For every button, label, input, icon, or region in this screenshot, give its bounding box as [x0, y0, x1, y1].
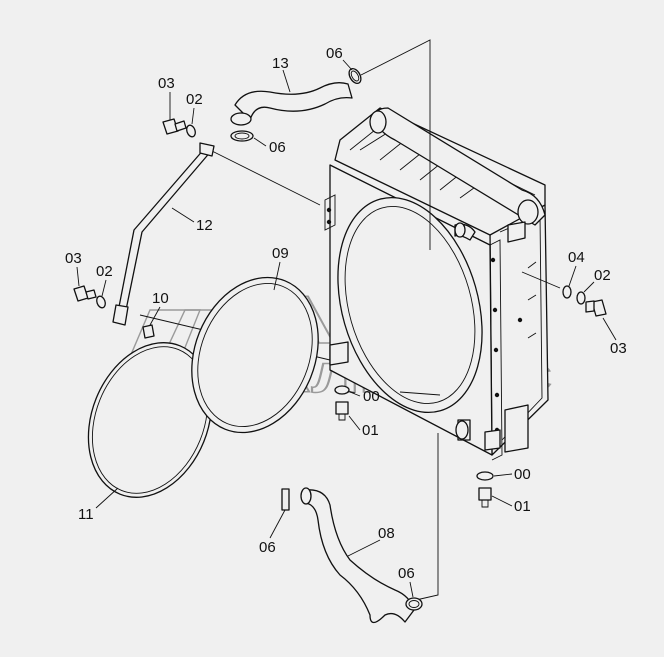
label-part-10: 10 — [152, 290, 169, 307]
label-part-02-left: 02 — [96, 263, 113, 280]
part-11-fan-guard-ring — [87, 342, 213, 498]
label-part-03-left: 03 — [65, 250, 82, 267]
drain-fitting-bottom — [476, 471, 494, 508]
label-part-00-middle: 00 — [363, 388, 380, 405]
label-part-06-top: 06 — [326, 45, 343, 62]
label-part-01-middle: 01 — [362, 422, 379, 439]
label-part-09: 09 — [272, 245, 289, 262]
part-12-stay-rod — [112, 142, 215, 326]
part-06-hose-clamp-top — [348, 67, 362, 85]
part-06-hose-clamp-bottom-right — [405, 597, 423, 611]
label-part-00-bottom: 00 — [514, 466, 531, 483]
label-part-02-top: 02 — [186, 91, 203, 108]
label-part-08: 08 — [378, 525, 395, 542]
label-part-06-left: 06 — [269, 139, 286, 156]
bolt-washer-set-right — [562, 285, 607, 317]
label-leaders — [76, 59, 617, 598]
drain-fitting-middle — [334, 385, 350, 421]
part-08-lower-hose — [300, 487, 415, 624]
bolt-washer-set-top-left — [162, 118, 196, 138]
part-13-upper-hose — [230, 82, 353, 126]
part-06-hose-clamp-left — [230, 130, 254, 142]
label-part-02-right: 02 — [594, 267, 611, 284]
label-part-06-bottom-left: 06 — [259, 539, 276, 556]
bolt-washer-set-left — [73, 285, 106, 309]
label-part-06-bottom-right: 06 — [398, 565, 415, 582]
part-09-fan-ring — [191, 276, 319, 434]
label-part-12: 12 — [196, 217, 213, 234]
label-part-01-bottom: 01 — [514, 498, 531, 515]
label-part-03-right: 03 — [610, 340, 627, 357]
label-part-04: 04 — [568, 249, 585, 266]
callout-labels: 13 06 06 03 02 12 09 03 02 10 04 02 03 0… — [65, 45, 627, 582]
part-06-hose-clamp-bottom-left — [281, 488, 290, 511]
label-part-03-top: 03 — [158, 75, 175, 92]
label-part-13: 13 — [272, 55, 289, 72]
label-part-11: 11 — [78, 506, 94, 523]
radiator-core — [324, 107, 549, 461]
